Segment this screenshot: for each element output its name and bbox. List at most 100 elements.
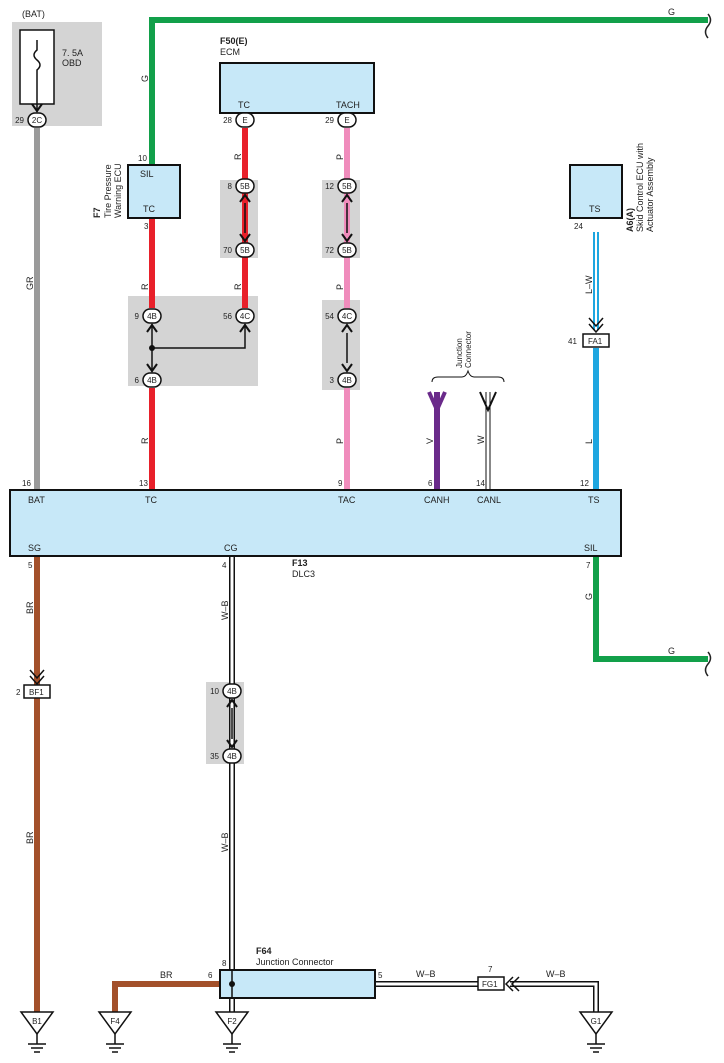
- svg-text:13: 13: [139, 479, 148, 488]
- svg-text:CG: CG: [224, 543, 238, 553]
- svg-text:10: 10: [210, 687, 219, 696]
- wire-break-top: [704, 13, 712, 39]
- inline-connector-fg1: FG1 7: [477, 965, 520, 992]
- svg-text:4B: 4B: [147, 376, 157, 385]
- svg-text:BF1: BF1: [29, 688, 44, 697]
- svg-text:SG: SG: [28, 543, 41, 553]
- svg-text:4B: 4B: [342, 376, 352, 385]
- svg-text:4B: 4B: [147, 312, 157, 321]
- svg-text:F4: F4: [110, 1017, 120, 1026]
- svg-text:W–B: W–B: [546, 969, 566, 979]
- svg-text:56: 56: [223, 312, 232, 321]
- inline-connector-fa1: FA1 41: [568, 317, 610, 348]
- svg-text:Warning ECU: Warning ECU: [113, 163, 123, 218]
- svg-text:TC: TC: [238, 100, 250, 110]
- svg-text:2C: 2C: [32, 116, 42, 125]
- ground-icon: [214, 1011, 250, 1036]
- svg-text:5: 5: [378, 971, 383, 980]
- svg-text:4C: 4C: [240, 312, 250, 321]
- svg-text:DLC3: DLC3: [292, 569, 315, 579]
- chevron-down-icon: [29, 669, 45, 686]
- svg-text:8: 8: [228, 182, 233, 191]
- svg-text:G: G: [668, 7, 675, 17]
- svg-text:Junction: Junction: [455, 338, 464, 368]
- svg-text:BR: BR: [160, 970, 173, 980]
- ground-f4: F4: [97, 1011, 133, 1053]
- svg-text:5B: 5B: [342, 246, 352, 255]
- svg-text:TS: TS: [589, 204, 601, 214]
- v-arrow-canl: [479, 391, 497, 413]
- svg-text:3: 3: [144, 222, 149, 231]
- svg-text:W–B: W–B: [220, 832, 230, 852]
- svg-text:10: 10: [138, 154, 147, 163]
- svg-text:L–W: L–W: [584, 275, 594, 294]
- svg-text:TAC: TAC: [338, 495, 356, 505]
- connector-e: E28: [223, 112, 255, 128]
- svg-text:5: 5: [28, 561, 33, 570]
- svg-text:8: 8: [222, 959, 227, 968]
- svg-text:P: P: [335, 438, 345, 444]
- connector-5b: 5B 72: [325, 233, 357, 258]
- svg-text:12: 12: [325, 182, 334, 191]
- connector-4b: 4B 3: [330, 363, 357, 388]
- svg-text:E: E: [344, 116, 349, 125]
- svg-text:Skid Control ECU with: Skid Control ECU with: [635, 143, 645, 232]
- svg-text:29: 29: [325, 116, 334, 125]
- ecm-box: F50(E) ECM TC TACH: [219, 36, 375, 114]
- svg-text:7: 7: [488, 965, 493, 974]
- svg-text:2: 2: [16, 688, 21, 697]
- svg-text:12: 12: [580, 479, 589, 488]
- arrow-down-icon: [226, 739, 238, 749]
- svg-text:ECM: ECM: [220, 47, 240, 57]
- ground-b1: B1: [19, 1011, 55, 1053]
- svg-text:CANL: CANL: [477, 495, 501, 505]
- arrow-up-icon: [341, 323, 353, 333]
- svg-text:CANH: CANH: [424, 495, 450, 505]
- ground-g1: G1: [578, 1011, 614, 1053]
- svg-text:Tire Pressure: Tire Pressure: [103, 164, 113, 218]
- svg-text:6: 6: [135, 376, 140, 385]
- arrow-up-icon: [146, 323, 158, 333]
- svg-text:Connector: Connector: [464, 331, 473, 368]
- svg-text:4C: 4C: [342, 312, 352, 321]
- svg-text:6: 6: [208, 971, 213, 980]
- svg-text:SIL: SIL: [140, 169, 154, 179]
- svg-text:4B: 4B: [227, 752, 237, 761]
- v-arrow-canh: [427, 391, 447, 415]
- chevron-down-icon: [588, 317, 604, 334]
- tire-pressure-ecu: SIL TC F7 Tire Pressure Warning ECU 10 3: [92, 154, 181, 231]
- svg-text:24: 24: [574, 222, 583, 231]
- svg-text:R: R: [140, 283, 150, 290]
- svg-text:6: 6: [428, 479, 433, 488]
- arrow-down-icon: [341, 363, 353, 373]
- svg-text:5B: 5B: [240, 182, 250, 191]
- svg-text:72: 72: [325, 246, 334, 255]
- svg-text:7: 7: [586, 561, 591, 570]
- svg-text:TC: TC: [145, 495, 157, 505]
- ground-icon: [19, 1011, 55, 1036]
- connector-4b: 4B 6: [135, 363, 162, 388]
- connector-4b: 4B9: [135, 308, 162, 333]
- skid-control-ecu: TS A6(A) Skid Control ECU with Actuator …: [569, 143, 655, 232]
- arrow-up-icon: [341, 193, 353, 203]
- connector-5b: 5B 12: [325, 178, 357, 203]
- svg-text:5B: 5B: [342, 182, 352, 191]
- wire-g-top: [149, 17, 708, 165]
- arrow-down-icon: [146, 363, 158, 373]
- svg-text:3: 3: [330, 376, 335, 385]
- svg-text:L: L: [584, 439, 594, 444]
- svg-text:GR: GR: [25, 276, 35, 290]
- splice-point: [149, 345, 155, 351]
- svg-text:G: G: [668, 646, 675, 656]
- inline-connector-bf1: BF1 2: [16, 669, 51, 699]
- shaded-regions: [12, 22, 360, 764]
- svg-text:R: R: [140, 437, 150, 444]
- fuse-obd: (BAT) 7. 5A OBD: [19, 9, 83, 112]
- dlc3-box: BAT TC TAC CANH CANL TS SG CG SIL 16 13 …: [9, 479, 622, 579]
- svg-text:BAT: BAT: [28, 495, 45, 505]
